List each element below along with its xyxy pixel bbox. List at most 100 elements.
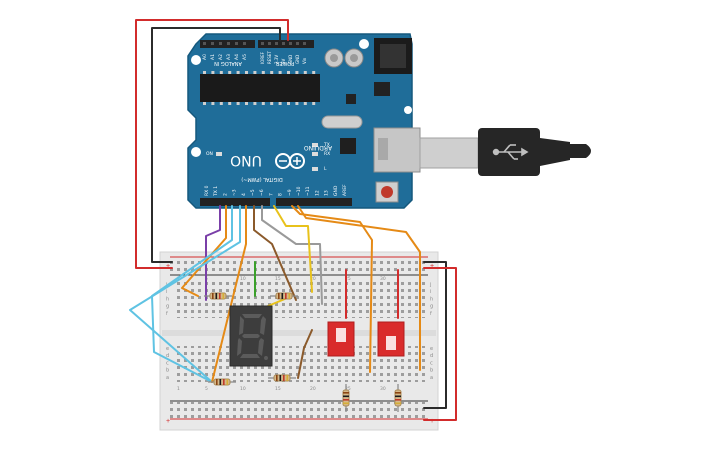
wire-d5[interactable] (129, 205, 241, 383)
analog-pin-label: A2 (218, 54, 224, 60)
row-letter: a (430, 375, 433, 381)
wire-gnd[interactable] (151, 27, 281, 263)
resistor[interactable] (342, 384, 350, 412)
rail-plus-label-bottom: + (166, 418, 170, 425)
digital-pin-label: RX 0 (204, 185, 210, 196)
digital-pin-label: TX 1 (213, 186, 219, 197)
digital-pin-label: 7 (268, 193, 274, 196)
digital-pin-label: ~3 (232, 189, 238, 196)
power-rail-bottom[interactable] (170, 402, 428, 418)
row-letter: h (430, 296, 433, 302)
row-letter: i (430, 289, 431, 295)
power-header[interactable] (258, 40, 314, 48)
digital-pin-label: ~6 (259, 189, 265, 196)
row-letter: d (430, 353, 433, 359)
resistor[interactable] (204, 292, 232, 300)
resistor[interactable] (394, 384, 402, 412)
row-letter: h (166, 296, 169, 302)
resistor[interactable] (208, 378, 236, 386)
power-rail-top[interactable] (170, 258, 428, 274)
digital-header-low[interactable] (200, 198, 270, 206)
row-letter: c (430, 360, 433, 366)
usb-icon (492, 144, 529, 160)
usb-interface-chip (340, 138, 356, 154)
column-number: 15 (275, 386, 281, 392)
analog-pin-label: A4 (234, 54, 240, 60)
row-letter: c (166, 360, 169, 366)
wire-d2[interactable] (205, 205, 221, 301)
voltage-regulator (374, 82, 390, 96)
analog-header-label: ANALOG IN (214, 60, 242, 66)
digital-pin-label: 4 (241, 193, 247, 196)
arduino-logo (275, 153, 305, 169)
wire-brown-display[interactable] (297, 329, 313, 379)
column-number: 20 (310, 386, 316, 392)
digital-pin-label: ~5 (250, 189, 256, 196)
led-label: L (324, 166, 327, 172)
mounting-hole (404, 106, 412, 114)
column-number: 10 (240, 386, 246, 392)
row-letter: j (429, 282, 431, 288)
led-on (216, 152, 222, 156)
rail-plus-label: + (166, 263, 170, 270)
analog-pin-label: A0 (202, 54, 208, 60)
usb-plug-metal (419, 137, 479, 169)
digital-header-label: DIGITAL (PWM~) (241, 176, 283, 182)
column-number: 1 (177, 386, 180, 392)
wire-rail-5v-right[interactable] (423, 267, 457, 421)
wire-5v[interactable] (135, 19, 289, 269)
wire-d7[interactable] (253, 205, 297, 301)
reset-button[interactable] (381, 186, 393, 198)
slide-switch-1[interactable] (327, 321, 355, 357)
resistor[interactable] (268, 374, 296, 382)
usb-cable[interactable] (419, 128, 591, 176)
row-letter: e (430, 346, 433, 352)
digital-pin-label: 8 (278, 193, 284, 196)
digital-pin-label: ~11 (305, 186, 311, 196)
row-letter: g (166, 304, 169, 310)
digital-pin-label: GND (333, 185, 339, 196)
resistor[interactable] (270, 292, 298, 300)
power-pin-label: 3.3V (274, 55, 279, 64)
smd-chip (346, 94, 356, 104)
led-tx (312, 143, 318, 147)
column-number: 10 (240, 276, 246, 282)
wire-d3[interactable] (181, 205, 227, 297)
power-pin-label: RESET (267, 51, 272, 64)
power-pin-label: 5V (281, 58, 286, 64)
slide-switch-2[interactable] (377, 321, 405, 357)
led-label: RX (324, 151, 330, 157)
terminal-strip-top[interactable] (175, 282, 427, 318)
wire-d8[interactable] (261, 205, 323, 305)
center-channel (162, 330, 436, 336)
display-segments (237, 314, 268, 360)
row-letter: b (430, 368, 433, 374)
analog-pin-label: A3 (226, 54, 232, 60)
digital-pin-label: 13 (324, 190, 330, 196)
column-number: 20 (310, 276, 316, 282)
led-rx (312, 152, 318, 156)
wire-d6[interactable] (211, 205, 247, 383)
digital-header-high[interactable] (276, 198, 352, 206)
seven-segment-display[interactable]: 8 (229, 305, 273, 367)
row-letter: f (166, 311, 168, 317)
wire-d10[interactable] (291, 205, 373, 373)
digital-pin-label: ~9 (287, 189, 293, 196)
wire-d11[interactable] (297, 205, 421, 371)
row-letter: d (166, 353, 169, 359)
led-label: ON (206, 151, 213, 157)
column-number: 30 (380, 386, 386, 392)
row-letter: e (166, 346, 169, 352)
digital-pin-label: ~10 (296, 186, 302, 196)
wire-rail-gnd-right[interactable] (423, 261, 447, 409)
led-l (312, 167, 318, 171)
mounting-hole (359, 39, 369, 49)
wire-d9[interactable] (273, 205, 313, 293)
row-letter: f (430, 311, 432, 317)
